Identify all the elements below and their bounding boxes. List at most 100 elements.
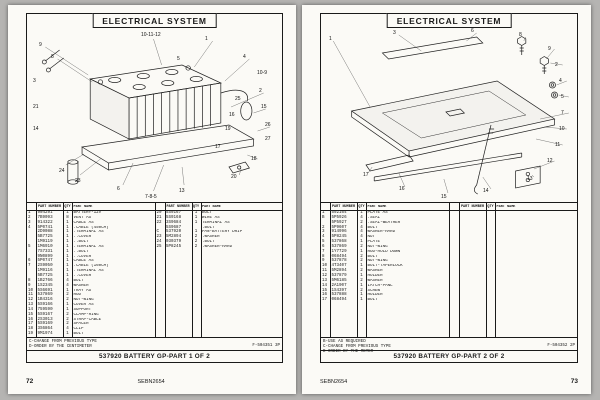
callout-number: 13: [179, 188, 185, 194]
table-row: C 537920 1 PAN-BATTERY DRIP: [156, 230, 243, 235]
table-row: 16 537888 1 HOLDER: [322, 293, 383, 298]
battery-diagram-svg: [41, 38, 270, 192]
callout-number: 5: [177, 56, 180, 62]
callout-number: 7: [561, 110, 564, 116]
column-divider: [495, 203, 496, 337]
table-row: 10 4T3407 1 BOLT-TAPERLOCK: [322, 264, 403, 269]
column-divider: [366, 203, 367, 337]
column-divider: [459, 203, 460, 337]
column-divider: [72, 203, 73, 337]
callout-number: 3: [33, 78, 36, 84]
callout-number: 3: [393, 30, 396, 36]
table-row: 7 2S9050 1 .CABLE (160CM): [28, 264, 109, 269]
callout-number: 19: [225, 126, 231, 132]
table-row: 11 5M2894 2 WASHER: [322, 269, 383, 274]
callout-number: 10-11-12: [141, 32, 161, 38]
figure-reference: F-504351 3P: [252, 344, 280, 348]
callout-number: 4: [559, 78, 562, 84]
table-row: 8 068494 2 BOLT: [322, 254, 378, 259]
table-row: 5 537868 1 PLATE: [322, 240, 381, 245]
table-row: 9 537878 2 NUT-WING: [322, 259, 388, 264]
table-row: 6 537869 2 NUT-WING: [322, 244, 388, 249]
callout-number: 6: [117, 186, 120, 192]
table-row: 12 537879 1 HOLDER: [322, 273, 383, 278]
table-rows: 1 904291 1 BATTERY-12V 2 7B9093 8 VENT A…: [27, 211, 155, 337]
table-row: 4 5P8245 4 NUT: [322, 235, 376, 240]
parts-table-right-columns: PART NUMBER QTY PART NAME: [449, 203, 577, 337]
table-row: 7 1Y7729 1 ROD-HOLD DOWN: [322, 249, 401, 254]
table-row: 2D9088 1 .TERMINAL AS: [37, 230, 104, 235]
table-row: 12 1B4316 2 NUT-WING: [28, 298, 94, 303]
page-footer: SEBN2654 73: [320, 378, 578, 385]
col-qty: QTY: [192, 204, 200, 209]
table-row: 13 5M6185 2 WASHER: [322, 278, 383, 283]
callout-number: 17: [363, 172, 369, 178]
column-divider: [330, 203, 331, 337]
parts-table: PART NUMBER QTY PART NAME 1 904291 1 BAT…: [27, 202, 282, 338]
table-row: 25 5P8245 2 .WASHER-HARD: [156, 244, 233, 249]
table-row: 5S9687 .BOLT: [166, 225, 215, 230]
table-row: 15 5S9167 2 CLAMP-RING: [28, 312, 99, 317]
column-divider: [36, 203, 37, 337]
table-rows: [450, 211, 577, 337]
table-row: 20 5S9167 1 BOLT: [156, 211, 213, 215]
table-row: 10 5S6691 1 TRAY AS: [28, 288, 92, 293]
table-row: 5B7725 1 ..COVER: [37, 273, 92, 278]
callout-number: 26: [265, 122, 271, 128]
callout-number: 5: [561, 94, 564, 100]
callout-number: 8: [519, 32, 522, 38]
column-divider: [200, 203, 202, 337]
table-header: PART NUMBER QTY PART NAME: [321, 203, 449, 211]
callout-number: 7-8-5: [145, 194, 157, 200]
col-part-number: PART NUMBER: [166, 204, 190, 209]
col-part-number: PART NUMBER: [37, 204, 62, 209]
callout-number: 8: [51, 54, 54, 60]
document-code: SEBN2654: [320, 379, 348, 385]
col-qty: QTY: [487, 204, 494, 209]
callout-number: 21: [33, 104, 39, 110]
table-row: 1M9119 1 ..BOLT: [37, 240, 89, 245]
table-row: 4 5P0741 1 .CABLE (450CM): [28, 225, 109, 230]
table-row: 2 7B9093 8 VENT AS: [28, 215, 92, 220]
col-part-name: PART NAME: [367, 204, 387, 209]
table-row: 5 1M6910 1 .TERMINAL AS: [28, 244, 104, 249]
table-row: 6 5P0747 1 CABLE AS: [28, 259, 94, 264]
col-part-number: PART NUMBER: [460, 204, 485, 209]
table-row: 8 1B2766 4 BOLT: [28, 278, 84, 283]
callout-number: 2: [555, 62, 558, 68]
column-divider: [357, 203, 358, 337]
column-divider: [191, 203, 193, 337]
table-row: 5B7725 1 ..COVER: [37, 235, 92, 240]
manual-page-left: ELECTRICAL SYSTEM: [8, 5, 296, 394]
table-row: 16 2S3013 2 STRAP-CABLE: [28, 317, 102, 322]
callout-number: 23: [75, 178, 81, 184]
table-row: 1 592164 1 PLATE AS: [322, 211, 388, 215]
table-row: 9 1S2345 4 WASHER: [28, 283, 89, 288]
callout-number: 20: [231, 174, 237, 180]
table-row: 18 3S6864 4 CLIP: [28, 327, 84, 332]
page-frame: ELECTRICAL SYSTEM: [320, 13, 578, 363]
page-number: 73: [570, 378, 578, 385]
callout-number: 9: [548, 46, 551, 52]
col-qty: QTY: [358, 204, 365, 209]
table-row: 3 914322 1 CABLE AS: [28, 220, 94, 225]
page-footer: 72 SEBN2654: [26, 378, 283, 385]
table-header: PART NUMBER QTY PART NAME: [450, 203, 577, 211]
callout-number: 12: [547, 158, 553, 164]
callout-number: 16: [399, 186, 405, 192]
col-part-number: PART NUMBER: [331, 204, 356, 209]
table-row: 21 5S9168 1 WIRE AS: [156, 215, 220, 220]
callout-number: 25: [235, 96, 241, 102]
parts-table: PART NUMBER QTY PART NAME 1 592164 1 PLA…: [321, 202, 577, 338]
tray-diagram-svg: [333, 32, 569, 195]
group-title: 537920 BATTERY GP-PART 2 OF 2: [321, 350, 577, 362]
table-row: 1 904291 1 BATTERY-12V: [28, 211, 102, 215]
callout-number: 10-9: [257, 70, 268, 76]
callout-number: 6: [471, 28, 474, 34]
table-row: 3 914996 4 WASHER-HARD: [322, 230, 396, 235]
callout-number: 4: [243, 54, 246, 60]
